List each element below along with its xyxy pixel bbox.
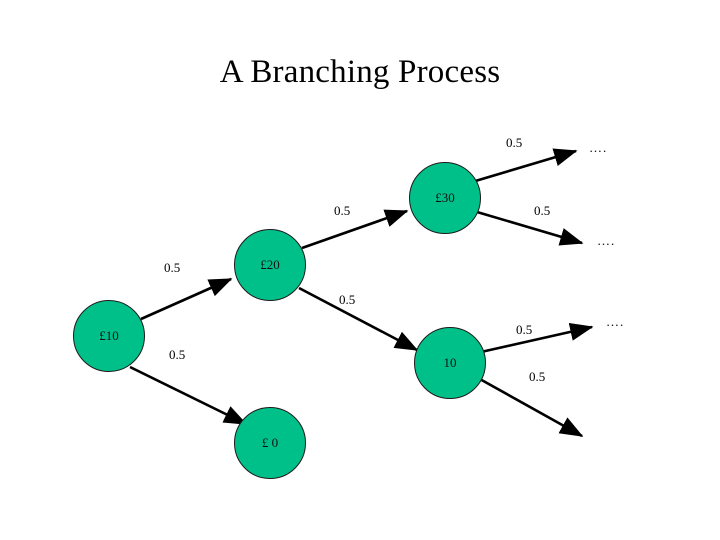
node-label: £10 xyxy=(99,328,119,343)
edge-label-nten-open-c: 0.5 xyxy=(516,322,533,337)
node-pound-20[interactable]: £20 xyxy=(234,229,306,301)
node-label: 10 xyxy=(443,355,457,370)
edge-nten-open-d xyxy=(477,376,584,438)
edge-label-n20-n30: 0.5 xyxy=(334,203,351,218)
node-pound-0[interactable]: £ 0 xyxy=(234,407,306,479)
page-title: A Branching Process xyxy=(219,54,501,90)
edge-label-n10-n0: 0.5 xyxy=(169,347,186,362)
edge-n30-open-b xyxy=(476,210,584,246)
continuation-marker-b: …. xyxy=(597,233,616,248)
node-label: £ 0 xyxy=(261,435,279,450)
edge-n30-open-a xyxy=(471,148,578,184)
node-label: £20 xyxy=(260,257,280,272)
continuation-marker-a: …. xyxy=(589,140,608,155)
node-label: £30 xyxy=(435,190,455,205)
edge-label-nten-open-d: 0.5 xyxy=(529,369,546,384)
edge-label-n10-n20: 0.5 xyxy=(164,260,181,275)
continuation-marker-c: …. xyxy=(606,314,625,329)
edge-n20-n30 xyxy=(301,209,409,250)
node-pound-30[interactable]: £30 xyxy=(409,162,481,234)
node-ten[interactable]: 10 xyxy=(414,327,486,399)
edge-label-n20-nten: 0.5 xyxy=(339,292,356,307)
node-pound-10[interactable]: £10 xyxy=(73,300,145,372)
edge-n20-nten xyxy=(298,286,419,352)
edge-label-n30-open-a: 0.5 xyxy=(506,135,523,150)
edge-n10-n0 xyxy=(129,365,248,426)
edge-label-n30-open-b: 0.5 xyxy=(534,203,551,218)
edge-nten-open-c xyxy=(480,322,594,354)
edge-n10-n20 xyxy=(140,277,233,321)
